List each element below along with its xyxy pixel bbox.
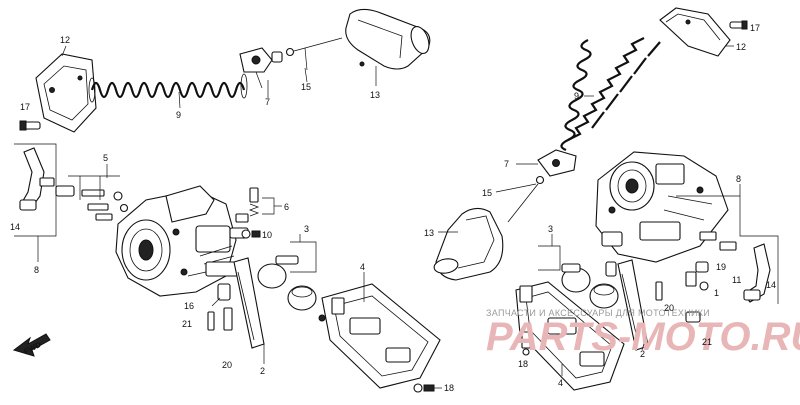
callout-12-right: 12: [736, 42, 746, 52]
callout-20-left: 20: [222, 360, 232, 370]
callout-15-right: 15: [482, 188, 492, 198]
watermark-tagline: ЗАПЧАСТИ И АКСЕССУАРЫ ДЛЯ МОТОТЕХНИКИ: [486, 308, 710, 318]
callout-2-left: 2: [260, 366, 265, 376]
vacuum-piston-right: [433, 207, 504, 281]
watermark-brand: PARTS-MOTO.RU: [486, 315, 800, 359]
float-chamber-left: [318, 283, 441, 389]
small-parts-set-5: [55, 175, 129, 221]
float-chamber-right: [515, 281, 625, 391]
callout-11: 11: [732, 275, 741, 285]
screw-right: [729, 20, 748, 30]
screw-10: [241, 229, 261, 239]
callout-2-right: 2: [640, 349, 645, 359]
callout-13-right: 13: [424, 228, 434, 238]
callout-18-right: 18: [518, 359, 528, 369]
callout-7-right: 7: [504, 159, 509, 169]
callout-8-right: 8: [736, 174, 741, 184]
callout-5: 5: [103, 153, 108, 163]
callout-labels: 12 17 9 7 15 13 5 14 8 6 10 3 4 16 21 20…: [10, 23, 776, 393]
callout-9-right: 9: [574, 91, 579, 101]
drain-screw-right: [521, 331, 531, 356]
callout-15-left: 15: [301, 82, 311, 92]
jet-needle-right: [507, 175, 545, 223]
callout-6: 6: [284, 202, 289, 212]
top-cover-right: [659, 7, 731, 57]
callout-9-left: 9: [176, 110, 181, 120]
jet-needle-left: [285, 37, 343, 71]
callout-16: 16: [184, 301, 194, 311]
drain-screw-left: [413, 383, 435, 393]
needle-retainer-left: [239, 47, 283, 89]
callout-21-left: 21: [182, 319, 192, 329]
callout-3-left: 3: [304, 224, 309, 234]
spring-right: [560, 37, 661, 152]
small-parts-right: [605, 259, 709, 351]
callout-14-right: 14: [766, 280, 776, 290]
pilot-screw-set-6: [235, 187, 275, 223]
callout-10: 10: [262, 230, 272, 240]
callout-14-left: 14: [10, 222, 20, 232]
callout-4-right: 4: [558, 378, 563, 388]
screw-left: [19, 120, 41, 131]
forward-arrow-icon: [12, 333, 51, 357]
float-valve-set-left: [207, 257, 265, 349]
vacuum-piston-left: [345, 8, 431, 70]
leader-lines: [37, 45, 741, 389]
needle-retainer-right: [537, 149, 577, 177]
carburetor-body-right: [595, 151, 729, 263]
callout-4-left: 4: [360, 262, 365, 272]
callout-8-left: 8: [34, 265, 39, 275]
float-set-left: [257, 241, 317, 311]
callout-17-left: 17: [20, 102, 30, 112]
spring-left: [88, 73, 248, 103]
callout-13-left: 13: [370, 90, 380, 100]
fuel-joint-pipe-left: [14, 143, 57, 237]
carburetor-body-left: [115, 185, 249, 297]
callout-7-left: 7: [265, 97, 270, 107]
callout-3-right: 3: [548, 224, 553, 234]
callout-1: 1: [714, 288, 719, 298]
callout-17-right: 17: [750, 23, 760, 33]
callout-19: 19: [716, 262, 726, 272]
callout-21-right: 21: [702, 337, 712, 347]
callout-12-left: 12: [60, 35, 70, 45]
top-cover-left: [35, 53, 97, 133]
float-set-right: [538, 245, 619, 309]
callout-20-right: 20: [664, 303, 674, 313]
callout-18-left: 18: [444, 383, 454, 393]
fuel-joint-pipe-right: [676, 195, 779, 304]
